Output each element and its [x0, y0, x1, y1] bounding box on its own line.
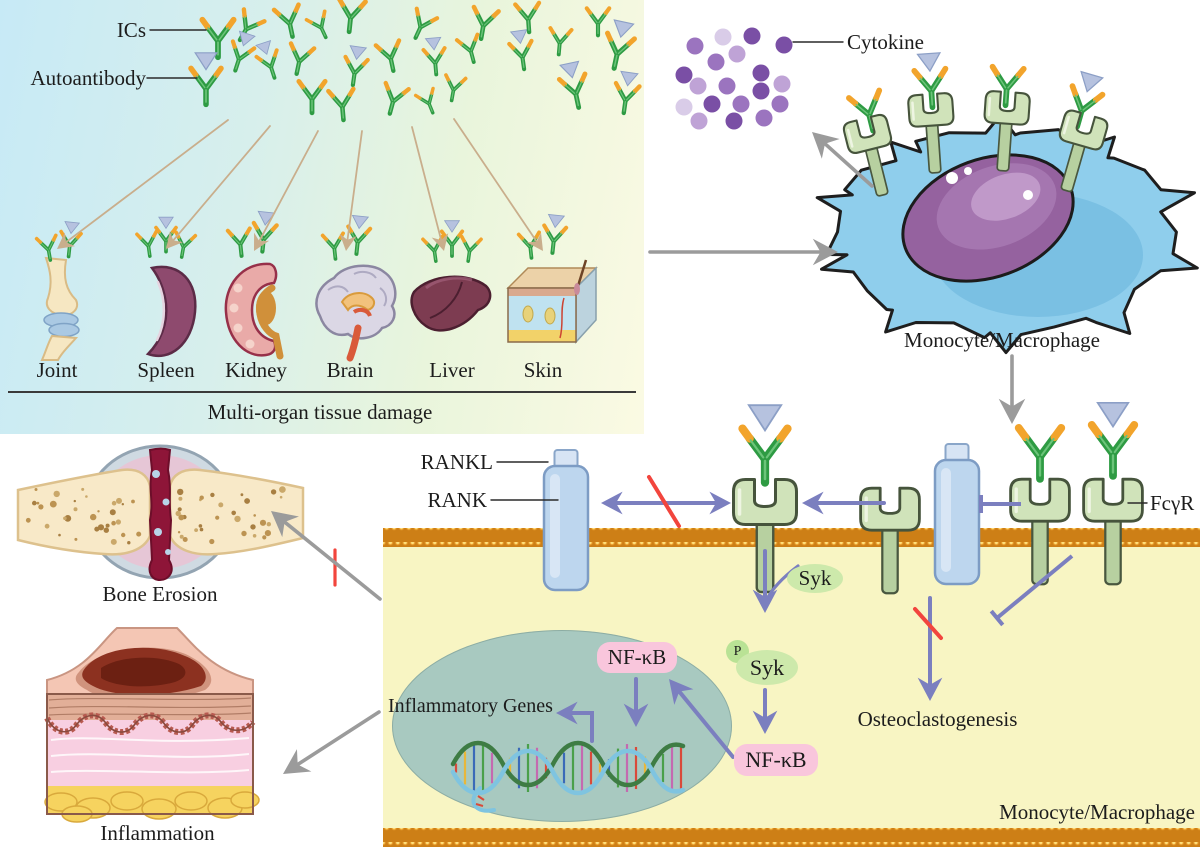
cytokine-dot-icon — [714, 28, 732, 46]
bone-erosion-label: Bone Erosion — [102, 582, 218, 606]
fc-receptor-icon — [983, 90, 1031, 172]
immune-complex-icon — [738, 404, 792, 487]
cell-membrane-top — [383, 528, 1200, 547]
nfkb-cytoplasm-badge: NF-κB — [734, 744, 818, 776]
inflammatory-genes-label: Inflammatory Genes — [388, 695, 553, 717]
red-slash-crosstalk — [647, 475, 681, 528]
rank-label: RANK — [427, 488, 487, 512]
damage-caption: Multi-organ tissue damage — [207, 400, 433, 424]
cytokine-dot-icon — [732, 95, 750, 113]
fc-receptor-icon — [907, 92, 955, 174]
cytokine-dot-icon — [773, 75, 791, 93]
fcgr-label: FcγR — [1150, 491, 1195, 515]
fc-receptor-icon — [842, 113, 893, 197]
monocyte-macrophage-label-top: Monocyte/Macrophage — [904, 328, 1100, 352]
phospho-syk-badge: Syk — [736, 650, 798, 685]
arrow-to-inflammation — [283, 710, 381, 774]
organ-label-joint: Joint — [36, 358, 78, 382]
cell-membrane-bottom — [383, 828, 1200, 847]
cytokine-dot-icon — [771, 95, 789, 113]
antibody-icon — [1014, 423, 1066, 483]
immune-complex-icon — [1087, 401, 1139, 480]
cytokine-dot-icon — [752, 64, 770, 82]
arrow-to-bone-erosion — [271, 511, 382, 601]
rankl-label: RANKL — [420, 450, 493, 474]
cytokine-dot-icon — [743, 27, 761, 45]
cytokine-dot-icon — [686, 37, 704, 55]
cytokine-dot-icon — [689, 77, 707, 95]
cytokine-dot-icon — [703, 95, 721, 113]
inhibit-rank-tbar — [979, 495, 1021, 513]
cytokine-dot-icon — [718, 77, 736, 95]
cytokine-dot-icon — [775, 36, 793, 54]
nucleus — [392, 630, 732, 822]
autoantibody-label: Autoantibody — [30, 66, 147, 90]
syk-badge: Syk — [787, 564, 843, 593]
macrophage-cell — [815, 114, 1199, 355]
organ-label-brain: Brain — [326, 358, 374, 382]
monocyte-macrophage-label-bottom: Monocyte/Macrophage — [999, 800, 1195, 824]
cytokine-dot-icon — [675, 98, 693, 116]
cytokine-label: Cytokine — [847, 30, 924, 54]
arrow-cytokine-release — [812, 132, 874, 188]
antibody-icon — [989, 63, 1027, 109]
fc-receptor-icon — [1058, 109, 1109, 193]
cytokine-dot-icon — [728, 45, 746, 63]
cell-nucleus — [901, 153, 1075, 283]
bone-erosion-figure — [16, 444, 305, 582]
immune-complex-icon — [911, 52, 949, 111]
damage-panel-underline — [8, 391, 636, 393]
organ-label-spleen: Spleen — [137, 358, 195, 382]
antibody-icon — [846, 87, 883, 134]
cytokine-dot-icon — [675, 66, 693, 84]
cytokine-dot-icon — [707, 53, 725, 71]
arrow-rank-crosstalk — [601, 491, 731, 515]
immune-complex-icon — [1069, 70, 1106, 130]
cytokine-dot-icon — [755, 109, 773, 127]
cytokine-dot-icon — [690, 112, 708, 130]
arrow-macrophage-down — [998, 354, 1026, 424]
nfkb-nucleus-badge: NF-κB — [597, 642, 677, 673]
cytokine-dot-icon — [725, 112, 743, 130]
organ-label-skin: Skin — [523, 358, 563, 382]
organ-label-kidney: Kidney — [225, 358, 287, 382]
cytokine-cluster — [675, 27, 793, 130]
organ-label-liver: Liver — [429, 358, 475, 382]
osteoclastogenesis-label: Osteoclastogenesis — [857, 707, 1018, 731]
ics-label: ICs — [116, 18, 146, 42]
inflammation-label: Inflammation — [100, 821, 215, 845]
arrow-ics-to-macrophage — [648, 238, 838, 266]
arrow-to-fcgr — [802, 491, 886, 515]
inflammation-figure — [44, 627, 260, 823]
cytokine-dot-icon — [752, 82, 770, 100]
